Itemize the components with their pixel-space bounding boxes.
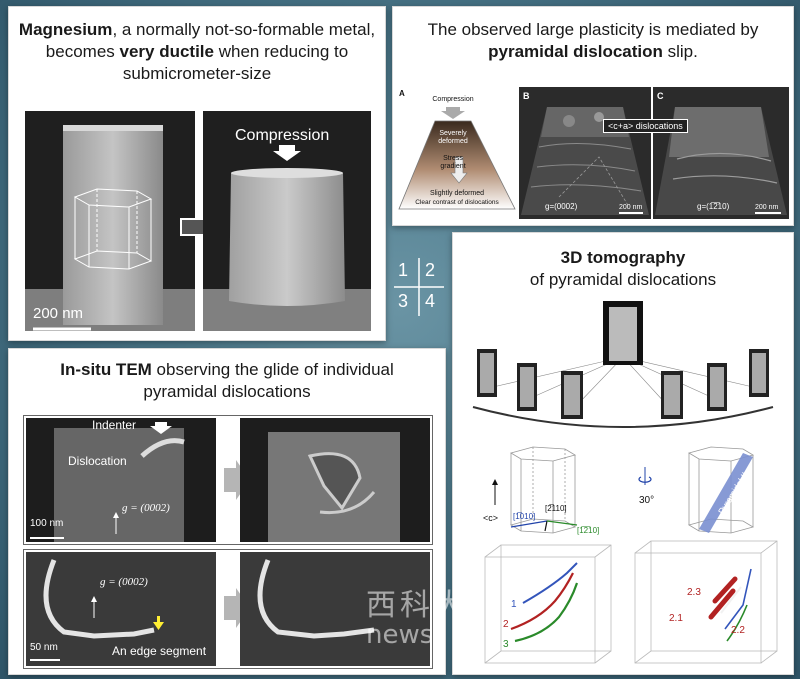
svg-text:deformed: deformed <box>438 138 468 145</box>
panel-2-pyramidal-slip: The observed large plasticity is mediate… <box>392 6 794 226</box>
c-axis-label: <c> <box>483 513 498 523</box>
panel-3-caption: In-situ TEM observing the glide of indiv… <box>60 360 394 401</box>
svg-text:Clear contrast of dislocations: Clear contrast of dislocations <box>415 199 499 206</box>
g-vector-bottom: g = (0002) <box>100 576 148 588</box>
scale-bottom: 50 nm <box>30 642 58 653</box>
tem-image-b: B g=(0002) 200 nm <box>519 87 651 219</box>
g-vector-top: g = (0002) <box>122 502 170 514</box>
panel-1-caption: Magnesium, a normally not-so-formable me… <box>18 20 376 83</box>
panel-index-legend: 1 2 3 4 <box>394 258 444 316</box>
svg-text:200 nm: 200 nm <box>755 204 779 211</box>
dislocation-label: Dislocation <box>68 454 127 468</box>
svg-text:2.2: 2.2 <box>731 625 745 636</box>
scale-bar-label: 200 nm <box>33 305 84 322</box>
svg-text:gradient: gradient <box>440 163 465 170</box>
crystal-orientation-diagram: <c> [1̅010] [2̅110] [1̅2̅10] 30° Pyramid… <box>483 446 755 535</box>
svg-text:Stress: Stress <box>443 155 463 162</box>
subfig-b-label: B <box>523 91 530 101</box>
svg-text:[2̅110]: [2̅110] <box>545 504 567 513</box>
tilt-series-illustration <box>472 301 774 428</box>
panel-1-magnesium: Magnesium, a normally not-so-formable me… <box>8 6 386 341</box>
scale-top: 100 nm <box>30 518 64 529</box>
compression-label: Compression <box>235 127 330 144</box>
subfig-c-label: C <box>657 91 664 101</box>
ca-dislocations-label: <c+a> dislocations <box>603 119 688 133</box>
panel-2-caption: The observed large plasticity is mediate… <box>427 20 759 61</box>
svg-text:2.3: 2.3 <box>687 587 701 598</box>
svg-text:3: 3 <box>503 639 509 650</box>
rotation-angle: 30° <box>639 495 654 506</box>
sem-pillar-after: Compression <box>203 111 371 331</box>
svg-text:[1̅2̅10]: [1̅2̅10] <box>577 526 599 535</box>
svg-text:200 nm: 200 nm <box>619 204 643 211</box>
reconstruction-right: 2.3 2.1 2.2 <box>634 540 778 664</box>
stress-gradient-schematic: A Compression Severely deformed Stress g… <box>398 89 516 210</box>
edge-segment-label: An edge segment <box>112 644 207 658</box>
svg-text:1: 1 <box>511 599 517 610</box>
svg-text:Compression: Compression <box>432 96 473 103</box>
reconstruction-left: 1 2 3 <box>484 544 612 664</box>
subfig-a-label: A <box>399 89 405 98</box>
tem-sequence-bottom: g = (0002) 50 nm An edge segment <box>23 549 433 669</box>
svg-text:2: 2 <box>503 619 509 630</box>
svg-text:[1̅010]: [1̅010] <box>513 512 535 521</box>
panel-3-insitu-tem: In-situ TEM observing the glide of indiv… <box>8 348 446 675</box>
tem-image-c: C g=(1̅2̅10) 200 nm <box>653 87 789 219</box>
svg-text:g=(0002): g=(0002) <box>545 202 578 211</box>
svg-text:Severely: Severely <box>439 130 467 137</box>
svg-text:2.1: 2.1 <box>669 613 683 624</box>
tem-sequence-top: Indenter Dislocation g = (0002) 100 nm <box>23 415 433 545</box>
indenter-label: Indenter <box>92 418 137 432</box>
sem-pillar-before: 200 nm <box>25 111 195 331</box>
svg-text:Slightly deformed: Slightly deformed <box>430 190 484 197</box>
svg-text:g=(1̅2̅10): g=(1̅2̅10) <box>697 202 730 211</box>
